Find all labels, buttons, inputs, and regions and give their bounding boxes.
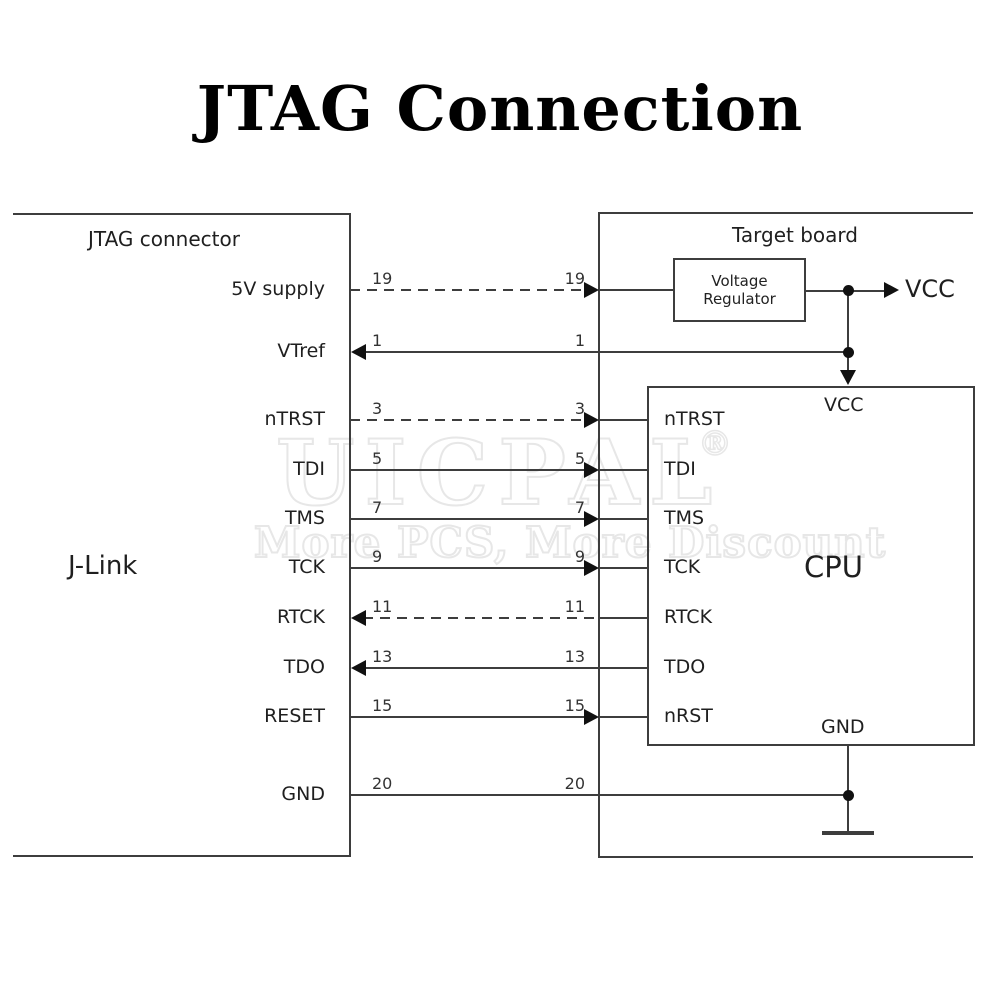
signal-label-tdi: TDI (293, 458, 325, 480)
wire-outer-ntrst (350, 419, 584, 421)
target-board-title: Target board (732, 223, 858, 247)
jtag-connector-box (13, 213, 351, 857)
pin-number-right-reset: 15 (564, 696, 585, 715)
junction-dot-2 (843, 790, 854, 801)
signal-label-rtck: RTCK (276, 606, 325, 628)
arrow-left-tdo (351, 660, 366, 676)
pin-number-left-reset: 15 (372, 696, 393, 715)
pin-number-left-tdi: 5 (372, 449, 383, 468)
cpu-pin-label-rtck: RTCK (664, 606, 713, 628)
signal-label-reset: RESET (264, 705, 325, 727)
pin-number-right-rtck: 11 (564, 597, 585, 616)
vcc-drop-line (847, 291, 849, 371)
ground-symbol-icon (822, 831, 874, 835)
arrow-right-5v-supply (584, 282, 599, 298)
cpu-pin-label-ntrst: nTRST (664, 408, 725, 430)
wire-outer-tdi (350, 469, 584, 471)
cpu-pin-label-tck: TCK (664, 556, 701, 578)
pin-number-right-ntrst: 3 (574, 399, 585, 418)
wire-outer-rtck (363, 617, 598, 619)
arrow-right-ntrst (584, 412, 599, 428)
wire-inner-ntrst (598, 419, 647, 421)
watermark-registered-icon: ® (697, 423, 733, 465)
wire-outer-tdo (363, 667, 598, 669)
signal-label-tms: TMS (284, 507, 325, 529)
cpu-pin-label-tms: TMS (664, 507, 705, 529)
pin-number-right-gnd: 20 (564, 774, 585, 793)
arrow-left-rtck (351, 610, 366, 626)
pin-number-left-rtck: 11 (372, 597, 393, 616)
pin-number-right-tdo: 13 (564, 647, 585, 666)
wire-inner-tms (598, 518, 647, 520)
cpu-box (647, 386, 975, 746)
arrow-right-tms (584, 511, 599, 527)
wire-inner-tck (598, 567, 647, 569)
pin-number-left-tms: 7 (372, 498, 383, 517)
target-board-box (598, 212, 973, 858)
pin-number-left-gnd: 20 (372, 774, 393, 793)
wire-outer-tms (350, 518, 584, 520)
voltage-regulator-label-line2: Regulator (703, 290, 776, 308)
pin-number-right-5v-supply: 19 (564, 269, 585, 288)
arrow-right-reset (584, 709, 599, 725)
vcc-rail-label: VCC (905, 275, 955, 303)
arrow-right-tck (584, 560, 599, 576)
vcc-rail-arrow-icon (884, 282, 899, 298)
arrow-right-tdi (584, 462, 599, 478)
watermark-tagline: More PCS, More Discount (253, 517, 887, 568)
cpu-vcc-label: VCC (824, 394, 864, 416)
wire-inner-rtck (598, 617, 647, 619)
watermark-brand: UICPAL (275, 419, 723, 527)
jtag-connector-title: JTAG connector (88, 227, 240, 251)
wire-outer-5v-supply (350, 289, 584, 291)
signal-label-5v-supply: 5V supply (231, 278, 325, 300)
pin-number-left-vtref: 1 (372, 331, 383, 350)
vcc-into-cpu-arrow-icon (840, 370, 856, 385)
gnd-drop-line (847, 746, 849, 832)
wire-outer-reset (350, 716, 584, 718)
pin-number-right-vtref: 1 (574, 331, 585, 350)
wire-outer-tck (350, 567, 584, 569)
signal-label-tck: TCK (288, 556, 325, 578)
pin-number-left-tck: 9 (372, 547, 383, 566)
pin-number-right-tck: 9 (574, 547, 585, 566)
wire-inner-tdo (598, 667, 647, 669)
signal-label-vtref: VTref (277, 340, 325, 362)
signal-label-ntrst: nTRST (264, 408, 325, 430)
junction-dot-0 (843, 285, 854, 296)
arrow-left-vtref (351, 344, 366, 360)
jlink-device-label: J-Link (68, 551, 138, 581)
wire-inner-5v-supply (598, 289, 673, 291)
pin-number-left-ntrst: 3 (372, 399, 383, 418)
voltage-regulator-label-line1: Voltage (711, 272, 768, 290)
pin-number-left-tdo: 13 (372, 647, 393, 666)
signal-label-gnd: GND (281, 783, 325, 805)
pin-number-right-tdi: 5 (574, 449, 585, 468)
wire-inner-tdi (598, 469, 647, 471)
pin-number-left-5v-supply: 19 (372, 269, 393, 288)
junction-dot-1 (843, 347, 854, 358)
cpu-gnd-label: GND (821, 716, 865, 738)
cpu-pin-label-nrst: nRST (664, 705, 713, 727)
cpu-pin-label-tdo: TDO (664, 656, 706, 678)
signal-label-tdo: TDO (283, 656, 325, 678)
voltage-regulator-box: Voltage Regulator (673, 258, 806, 322)
cpu-title: CPU (804, 550, 863, 584)
wire-vtref (363, 351, 848, 353)
page-title: JTAG Connection (196, 72, 804, 145)
wire-inner-reset (598, 716, 647, 718)
cpu-pin-label-tdi: TDI (664, 458, 696, 480)
wire-gnd (350, 794, 848, 796)
pin-number-right-tms: 7 (574, 498, 585, 517)
